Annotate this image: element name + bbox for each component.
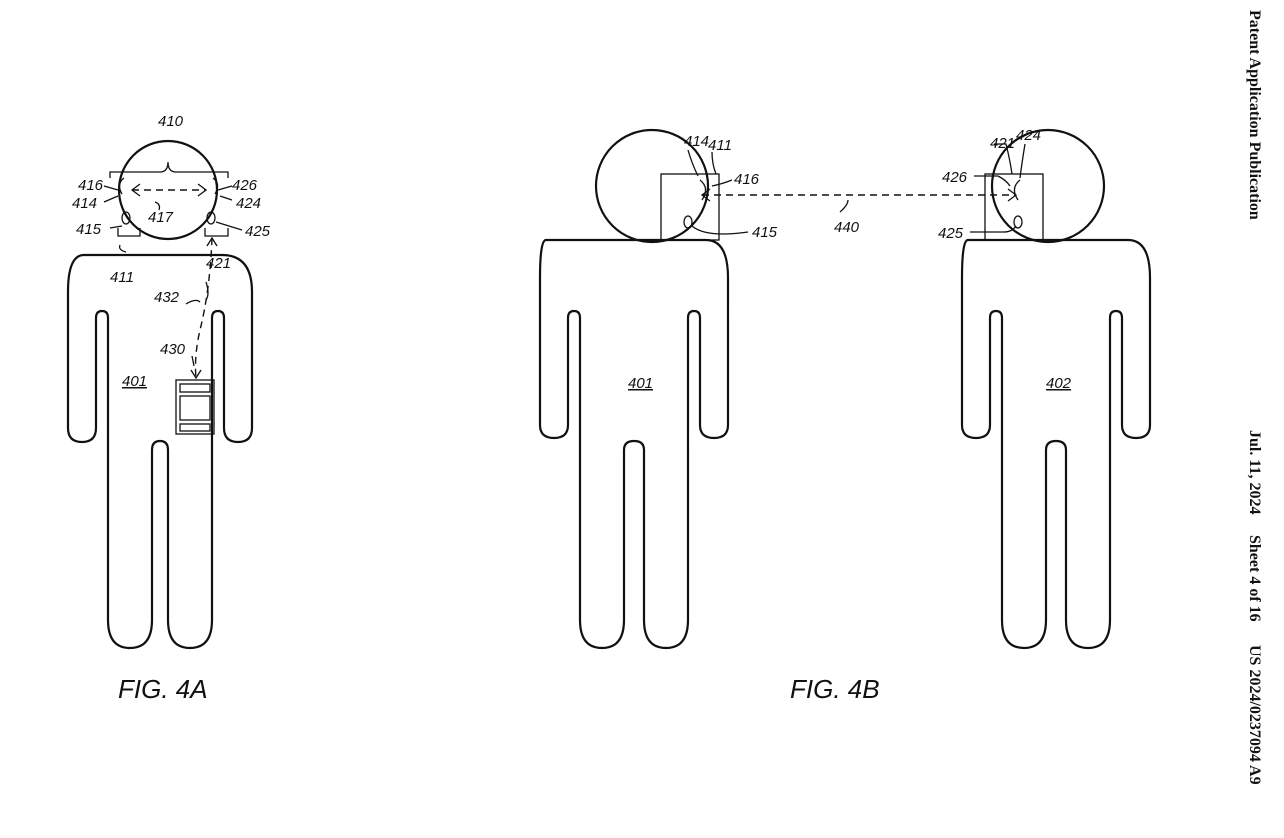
label-415: 415 [76, 221, 102, 238]
label-426: 426 [232, 177, 258, 194]
label-421b: 421 [990, 135, 1015, 152]
region-421 [984, 173, 1044, 241]
region-411 [660, 173, 720, 241]
label-426b: 426 [942, 169, 968, 186]
ear-bud-415 [121, 211, 131, 225]
person-401b-head [594, 128, 710, 244]
person-401-body [66, 253, 254, 650]
person-402-body [960, 238, 1152, 650]
caption-fig-4a: FIG. 4A [118, 674, 208, 704]
label-410: 410 [158, 113, 184, 130]
label-425b: 425 [938, 225, 964, 242]
label-430: 430 [160, 341, 186, 358]
ear-device-424 [212, 177, 219, 195]
ear-bud-425b [1013, 215, 1023, 229]
ear-device-414b [699, 179, 707, 201]
label-424b: 424 [1016, 127, 1041, 144]
figure-4b: 414 411 416 415 440 421 424 426 425 401 … [538, 127, 1152, 704]
label-415b: 415 [752, 224, 778, 241]
patent-header: Patent Application Publication Jul. 11, … [1235, 10, 1275, 830]
device-430 [175, 379, 215, 435]
header-number: US 2024/0237094 A9 [1246, 645, 1263, 785]
label-402: 402 [1046, 375, 1072, 392]
label-411b: 411 [708, 137, 732, 154]
bracket-411 [117, 228, 141, 237]
figure-4a: 410 416 414 417 426 424 415 425 411 421 … [66, 113, 271, 704]
label-414b: 414 [684, 133, 709, 150]
arrowhead-417-left [130, 183, 141, 197]
label-401b: 401 [628, 375, 653, 392]
header-date: Jul. 11, 2024 [1246, 430, 1263, 515]
label-401: 401 [122, 373, 147, 390]
arrowhead-432-top [206, 236, 218, 247]
header-sheet: Sheet 4 of 16 [1246, 535, 1263, 622]
ear-device-424b [1013, 179, 1021, 201]
arrowhead-417-right [197, 183, 208, 197]
label-416b: 416 [734, 171, 760, 188]
label-421: 421 [206, 255, 231, 272]
label-424: 424 [236, 195, 261, 212]
label-417: 417 [148, 209, 174, 226]
person-402-head [990, 128, 1106, 244]
person-401b-body [538, 238, 730, 650]
label-432: 432 [154, 289, 180, 306]
ear-bud-415b [683, 215, 693, 229]
bracket-410 [109, 161, 229, 178]
arrowhead-440-right [1007, 188, 1018, 202]
label-440: 440 [834, 219, 860, 236]
header-publication: Patent Application Publication [1246, 10, 1263, 220]
ear-bud-425 [206, 211, 216, 225]
label-416: 416 [78, 177, 104, 194]
arrowhead-432-bottom [190, 369, 202, 380]
ear-device-414 [118, 177, 125, 195]
arrowhead-440-left [700, 188, 711, 202]
label-414: 414 [72, 195, 97, 212]
bracket-421 [204, 228, 229, 237]
label-425: 425 [245, 223, 271, 240]
leader-417 [154, 201, 161, 211]
label-411: 411 [110, 269, 134, 286]
caption-fig-4b: FIG. 4B [790, 674, 880, 704]
link-432 [194, 237, 213, 379]
